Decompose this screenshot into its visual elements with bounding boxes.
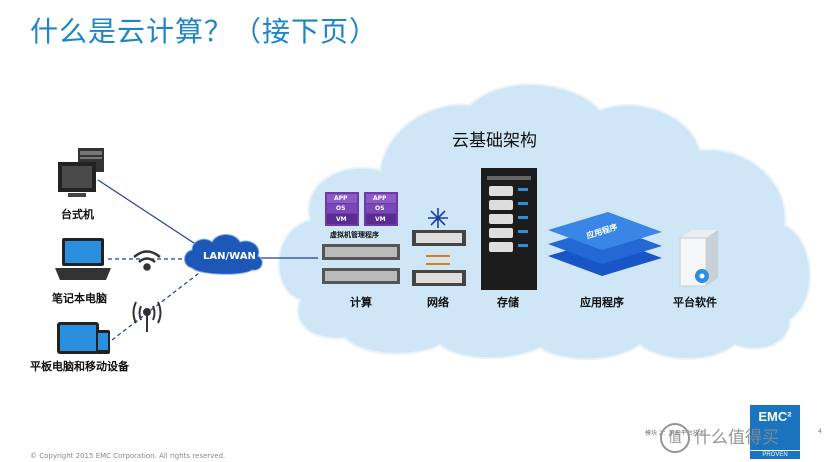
watermark: 值什么值得买 xyxy=(660,423,779,453)
vm2-os: OS xyxy=(375,205,385,212)
tablet-icon xyxy=(57,322,110,354)
link-tablet xyxy=(111,269,204,341)
server-rack-1 xyxy=(322,244,400,260)
emc-logo: EMC² PROVEN xyxy=(750,405,800,459)
desktop-icon xyxy=(58,148,104,197)
emc-logo-text: EMC² xyxy=(758,409,792,424)
watermark-text: 什么值得买 xyxy=(694,428,779,448)
lan-wan-cloud xyxy=(184,234,263,275)
server-rack-2 xyxy=(322,268,400,284)
wifi-icon xyxy=(133,250,161,271)
network-switch-1 xyxy=(412,208,466,246)
cloud-title: 云基础架构 xyxy=(452,131,537,151)
watermark-icon: 值 xyxy=(660,423,690,453)
copyright-text: © Copyright 2015 EMC Corporation. All ri… xyxy=(30,452,226,460)
platform-label: 平台软件 xyxy=(673,296,717,309)
cloud-shape xyxy=(277,83,811,361)
link-desktop xyxy=(97,179,204,250)
vm-box-2 xyxy=(364,192,398,226)
vm2-vm: VM xyxy=(375,216,386,223)
hypervisor-label: 虚拟机管理程序 xyxy=(330,231,379,239)
tablet-label: 平板电脑和移动设备 xyxy=(30,360,129,373)
desktop-label: 台式机 xyxy=(61,208,94,221)
laptop-label: 笔记本电脑 xyxy=(52,292,107,305)
lan-wan-label: LAN/WAN xyxy=(203,251,256,262)
apps-label: 应用程序 xyxy=(580,296,624,309)
vm1-os: OS xyxy=(336,205,346,212)
vm1-vm: VM xyxy=(336,216,347,223)
network-switch-2 xyxy=(412,255,466,286)
antenna-icon xyxy=(132,301,162,332)
storage-rack-icon xyxy=(481,168,537,290)
platform-software-icon xyxy=(679,230,718,287)
network-label: 网络 xyxy=(427,296,449,309)
page-title: 什么是云计算？（接下页） xyxy=(30,15,379,48)
vm2-app: APP xyxy=(373,195,387,202)
apps-stack-icon xyxy=(548,212,662,276)
vm-box-1 xyxy=(325,192,359,226)
page-number: 4 xyxy=(818,428,822,435)
laptop-icon xyxy=(55,238,111,280)
emc-logo-proven: PROVEN xyxy=(750,450,800,458)
storage-label: 存储 xyxy=(497,296,519,309)
compute-label: 计算 xyxy=(350,296,372,309)
vm1-app: APP xyxy=(334,195,348,202)
